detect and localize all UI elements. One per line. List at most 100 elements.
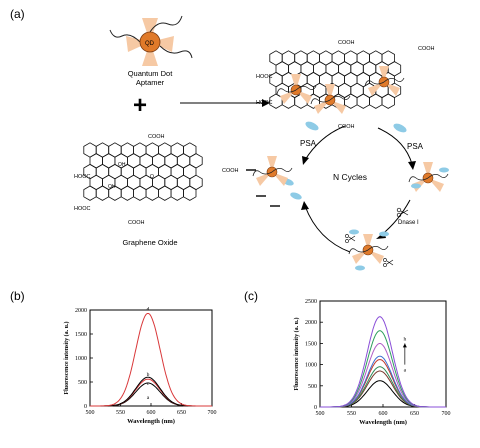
psa-molecule-4 [290, 192, 302, 200]
spectrum-line [320, 366, 446, 408]
spectrum-line [320, 330, 446, 408]
y-tick-label: 2500 [305, 299, 317, 305]
carbon-ring [344, 93, 358, 109]
hooc-label-3: HOOC [256, 74, 273, 80]
panel-b-label: (b) [10, 289, 25, 303]
x-tick-label: 700 [208, 410, 217, 416]
cycle-arrowhead-1 [302, 156, 309, 165]
x-axis-label: Wavelength (nm) [359, 419, 407, 426]
cycle-arrowhead-4 [301, 201, 309, 210]
cycle-arrow-2 [377, 127, 413, 165]
psa-on-qd-5 [355, 265, 365, 271]
quantum-dot-label: Quantum Dot [128, 69, 174, 78]
spectrum-line [320, 370, 446, 408]
cooh-label-5: COOH [418, 46, 435, 52]
y-tick-label: 0 [314, 405, 317, 411]
x-tick-label: 550 [116, 410, 125, 416]
x-tick-label: 600 [147, 410, 156, 416]
qd-label: QD [145, 41, 155, 47]
x-tick-label: 500 [316, 411, 325, 417]
arrow-top-label: h [403, 336, 406, 342]
scissors-icon-3 [383, 258, 394, 267]
reaction-arrowhead [262, 99, 270, 107]
hooc-label-4: HOOC [256, 100, 273, 106]
spectrum-line [90, 313, 212, 407]
psa-molecule-2 [393, 123, 407, 133]
x-tick-label: 650 [177, 410, 186, 416]
series-label: c [147, 381, 150, 387]
plot-frame [319, 300, 447, 408]
n-cycles-label: N Cycles [333, 172, 367, 182]
scissors-icon-2 [345, 234, 356, 243]
carbon-ring [133, 185, 147, 201]
carbon-ring [158, 185, 172, 201]
plot-frame [89, 309, 213, 407]
spectrum-line [320, 359, 446, 408]
spectrum-line [320, 343, 446, 408]
quantum-dot: QD [109, 15, 193, 66]
x-tick-label: 700 [442, 411, 451, 417]
series-label: b [147, 372, 150, 378]
x-tick-label: 650 [410, 411, 419, 417]
cycle-arrow-3 [379, 199, 411, 237]
cooh-label-3: COOH [222, 168, 239, 174]
psa-on-qd [439, 167, 449, 173]
x-tick-label: 600 [379, 411, 388, 417]
y-tick-label: 1000 [305, 363, 317, 369]
spectrum-line [90, 382, 212, 407]
panel-a-label: (a) [10, 7, 25, 21]
qd-on-go-1 [276, 73, 317, 105]
scissors-icon [396, 207, 409, 218]
psa-on-qd-2 [411, 183, 421, 189]
cooh-label-6: COOH [338, 124, 355, 130]
psa-label-right: PSA [407, 142, 424, 151]
carbon-ring [381, 93, 395, 109]
qd-on-go-3 [364, 65, 405, 97]
qd-released [252, 155, 293, 187]
qd-on-go-2 [310, 83, 351, 115]
carbon-ring [95, 185, 110, 201]
trend-arrowhead [402, 343, 407, 348]
spectrum-line [320, 380, 446, 408]
cycle-arrow-1 [304, 125, 346, 161]
carbon-ring [120, 185, 135, 201]
spectrum-line [320, 316, 446, 408]
plus-sign: + [133, 92, 147, 119]
carbon-ring [356, 93, 370, 109]
x-tick-label: 550 [347, 411, 356, 417]
cycle-arrowhead-2 [408, 161, 416, 170]
spectrum-line [90, 376, 212, 407]
y-tick-label: 500 [78, 380, 87, 386]
cooh-label-2: COOH [128, 220, 145, 226]
arrow-bottom-label: a [404, 368, 407, 374]
cooh-label-4: COOH [338, 40, 355, 46]
y-axis-label: Fluorescence intensity (a. u.) [63, 321, 70, 394]
series-label: d [147, 306, 150, 312]
graphene-oxide-label: Graphene Oxide [122, 238, 177, 247]
cooh-label: COOH [148, 134, 165, 140]
y-tick-label: 1500 [305, 341, 317, 347]
qd-cleaved [348, 233, 389, 265]
carbon-ring [83, 185, 97, 201]
x-axis-label: Wavelength (nm) [127, 418, 175, 425]
o-label: O [150, 174, 154, 180]
psa-on-qd-3 [349, 229, 359, 235]
x-tick-label: 500 [86, 410, 95, 416]
y-tick-label: 2000 [75, 308, 87, 314]
hooc-label-2: HOOC [74, 206, 91, 212]
carbon-ring [145, 185, 160, 201]
series-label: a [147, 395, 150, 401]
carbon-ring [170, 185, 184, 201]
y-tick-label: 1500 [75, 332, 87, 338]
oh-label: OH [118, 162, 126, 168]
carbon-ring [183, 185, 197, 201]
y-tick-label: 2000 [305, 320, 317, 326]
y-axis-label: Fluorescence intensity (a. u.) [293, 317, 300, 390]
aptamer-label: Aptamer [136, 78, 165, 87]
psa-label-left: PSA [300, 139, 317, 148]
graphene-oxide-sheet [83, 142, 203, 201]
panel-c-label: (c) [244, 289, 258, 303]
